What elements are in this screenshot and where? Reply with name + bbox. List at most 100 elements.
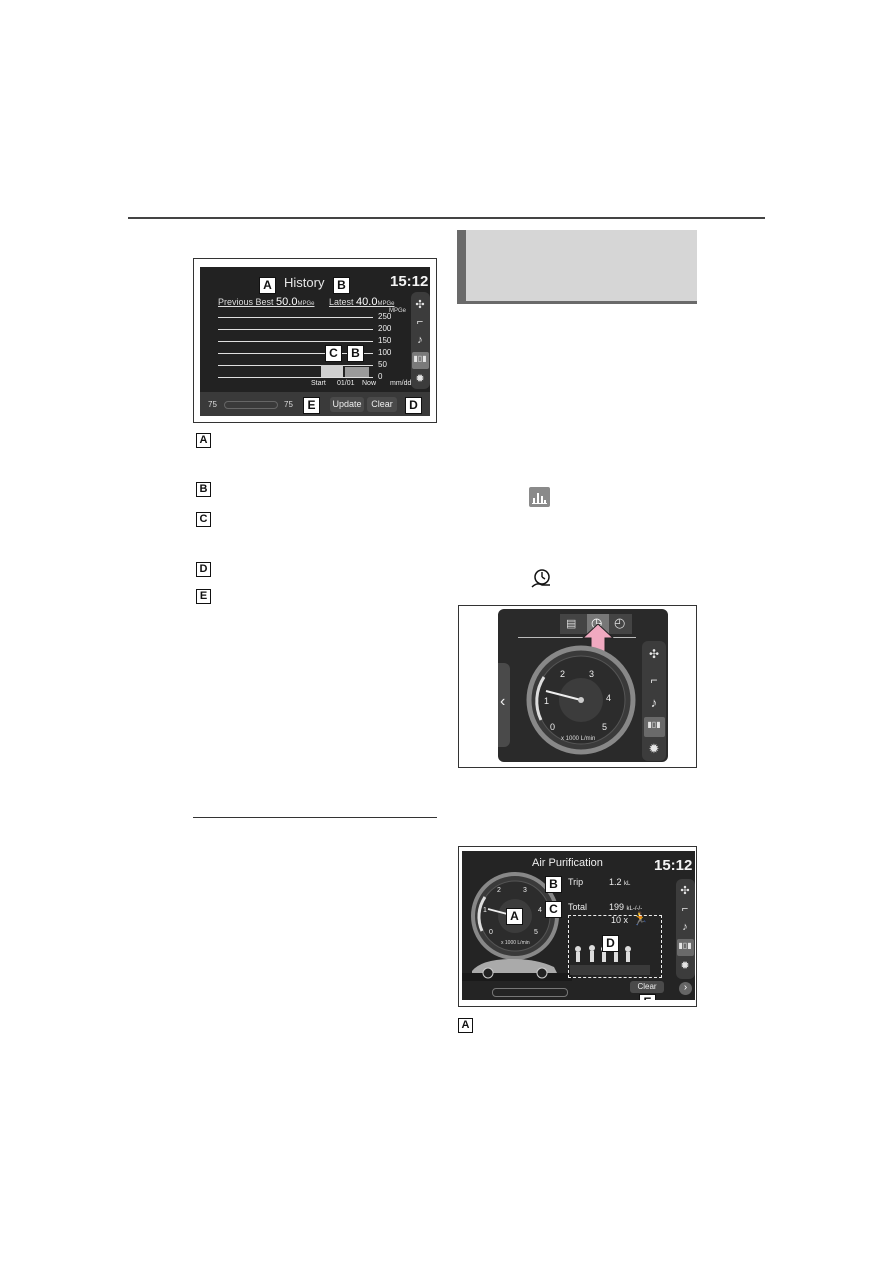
runner-icon: 🏃 — [632, 911, 649, 926]
dial-number: 5 — [602, 722, 608, 732]
gauge-figure: ▤ ◷ ◴ 0 1 2 3 4 5 x 1000 L/min ‹ — [458, 605, 697, 768]
trip-unit: kL — [624, 881, 631, 887]
dial-number: 1 — [544, 696, 550, 706]
callout-e: E — [639, 994, 656, 1000]
grid-line — [218, 353, 373, 354]
range-pill — [224, 401, 278, 409]
dial-number: 3 — [523, 887, 527, 894]
y-tick: 100 — [378, 348, 392, 357]
summary-tab-icon[interactable]: ▤ — [566, 618, 577, 630]
dial-unit: x 1000 L/min — [561, 736, 596, 742]
seat-icon[interactable]: ⌐ — [681, 903, 689, 915]
bar-chart-icon: ▮▯▮ — [413, 354, 427, 363]
legend-c: C — [196, 512, 211, 527]
side-panel: ✣ ⌐ ♪ ▮▯▮ ✹ — [676, 879, 695, 979]
air-title: Air Purification — [532, 857, 603, 869]
air-figure: Air Purification 15:12 Trip 1.2 kL Total… — [458, 846, 697, 1007]
grid-line — [218, 365, 373, 366]
gear-icon[interactable]: ✹ — [680, 960, 690, 972]
trip-number: 1.2 — [609, 877, 622, 887]
history-figure: History 15:12 Previous Best 50.0MPGe Lat… — [193, 258, 437, 423]
music-icon[interactable]: ♪ — [417, 334, 423, 346]
x-label-start: Start — [311, 380, 326, 387]
air-screen: Air Purification 15:12 Trip 1.2 kL Total… — [462, 851, 695, 1000]
clear-button[interactable]: Clear — [630, 981, 664, 993]
total-label: Total — [568, 902, 588, 912]
tab-underline — [518, 637, 636, 638]
bottom-pill — [492, 988, 568, 997]
x-label-date: 01/01 — [337, 380, 355, 387]
legend-b: B — [196, 482, 211, 497]
dial-number: 4 — [606, 693, 612, 703]
dial-number: 3 — [589, 669, 595, 679]
y-tick: 250 — [378, 312, 392, 321]
dial-number: 1 — [483, 907, 487, 914]
car-illustration — [462, 959, 572, 981]
clear-button[interactable]: Clear — [367, 397, 397, 412]
clock-tab-icon[interactable]: ◴ — [614, 615, 626, 630]
previous-best-unit: MPGe — [297, 301, 315, 307]
air-clock: 15:12 — [654, 857, 693, 874]
divider-rule — [193, 817, 437, 818]
seat-icon[interactable]: ⌐ — [650, 673, 658, 687]
dial-number: 2 — [497, 887, 501, 894]
callout-b: B — [333, 277, 350, 294]
legend-a: A — [196, 433, 211, 448]
gear-icon[interactable]: ✹ — [415, 373, 425, 385]
grid-line — [218, 329, 373, 330]
legend-d: D — [196, 562, 211, 577]
total-date: -/-/- — [632, 906, 643, 912]
y-tick: 50 — [378, 360, 387, 369]
chevron-right-button[interactable]: › — [679, 982, 692, 995]
bottom-right-value: 75 — [284, 400, 293, 409]
y-tick: 150 — [378, 336, 392, 345]
total-unit: kL — [626, 906, 633, 912]
y-unit-label: MPGe — [389, 308, 407, 314]
callout-a: A — [506, 908, 523, 925]
chart-tab[interactable]: ▮▯▮ — [677, 939, 694, 956]
history-screen: History 15:12 Previous Best 50.0MPGe Lat… — [200, 267, 430, 416]
bar-chart-icon — [529, 487, 550, 507]
runners-highlight — [568, 915, 662, 978]
clock-gauge-icon: ◷ — [591, 615, 603, 630]
callout-b: B — [347, 345, 364, 362]
dial-number: 5 — [534, 929, 538, 936]
update-button[interactable]: Update — [330, 397, 364, 412]
chart-tab[interactable]: ▮▯▮ — [644, 717, 665, 737]
dial-number: 2 — [560, 669, 566, 679]
fan-icon[interactable]: ✣ — [680, 885, 690, 897]
previous-best-value: 50.0 — [276, 296, 298, 308]
x-axis — [218, 377, 373, 378]
trip-value: 1.2 kL — [609, 877, 630, 887]
fan-icon[interactable]: ✣ — [648, 647, 660, 661]
callout-d: D — [602, 935, 619, 952]
callout-c: C — [325, 345, 342, 362]
grid-line — [218, 341, 373, 342]
legend-a: A — [458, 1018, 473, 1033]
chevron-left-icon: ‹ — [500, 693, 506, 710]
chart-tab[interactable]: ▮▯▮ — [412, 352, 429, 369]
side-panel: ✣ ⌐ ♪ ▮▯▮ ✹ — [411, 292, 430, 389]
callout-d: D — [405, 397, 422, 414]
bottom-left-value: 75 — [208, 400, 217, 409]
total-number: 199 — [609, 902, 625, 912]
history-bar-latest — [345, 367, 369, 377]
back-panel[interactable]: ‹ — [498, 663, 510, 747]
chevron-right-icon: › — [683, 982, 688, 993]
section-header — [457, 230, 697, 304]
x-label-format: mm/dd — [390, 380, 412, 387]
callout-a: A — [259, 277, 276, 294]
previous-best-readout: Previous Best 50.0MPGe — [218, 296, 314, 308]
gauge-screen: ▤ ◷ ◴ 0 1 2 3 4 5 x 1000 L/min ‹ — [498, 609, 668, 762]
fan-icon[interactable]: ✣ — [415, 299, 425, 311]
clock-gauge-icon — [529, 568, 553, 590]
music-icon[interactable]: ♪ — [650, 695, 658, 710]
y-tick: 0 — [378, 372, 383, 381]
seat-icon[interactable]: ⌐ — [416, 316, 424, 328]
flow-gauge-dial — [526, 645, 636, 755]
music-icon[interactable]: ♪ — [682, 921, 688, 933]
top-rule — [128, 217, 765, 219]
latest-readout: Latest 40.0MPGe — [329, 296, 394, 308]
total-value: 199 kL-/-/- — [609, 902, 642, 912]
gear-icon[interactable]: ✹ — [648, 741, 660, 756]
